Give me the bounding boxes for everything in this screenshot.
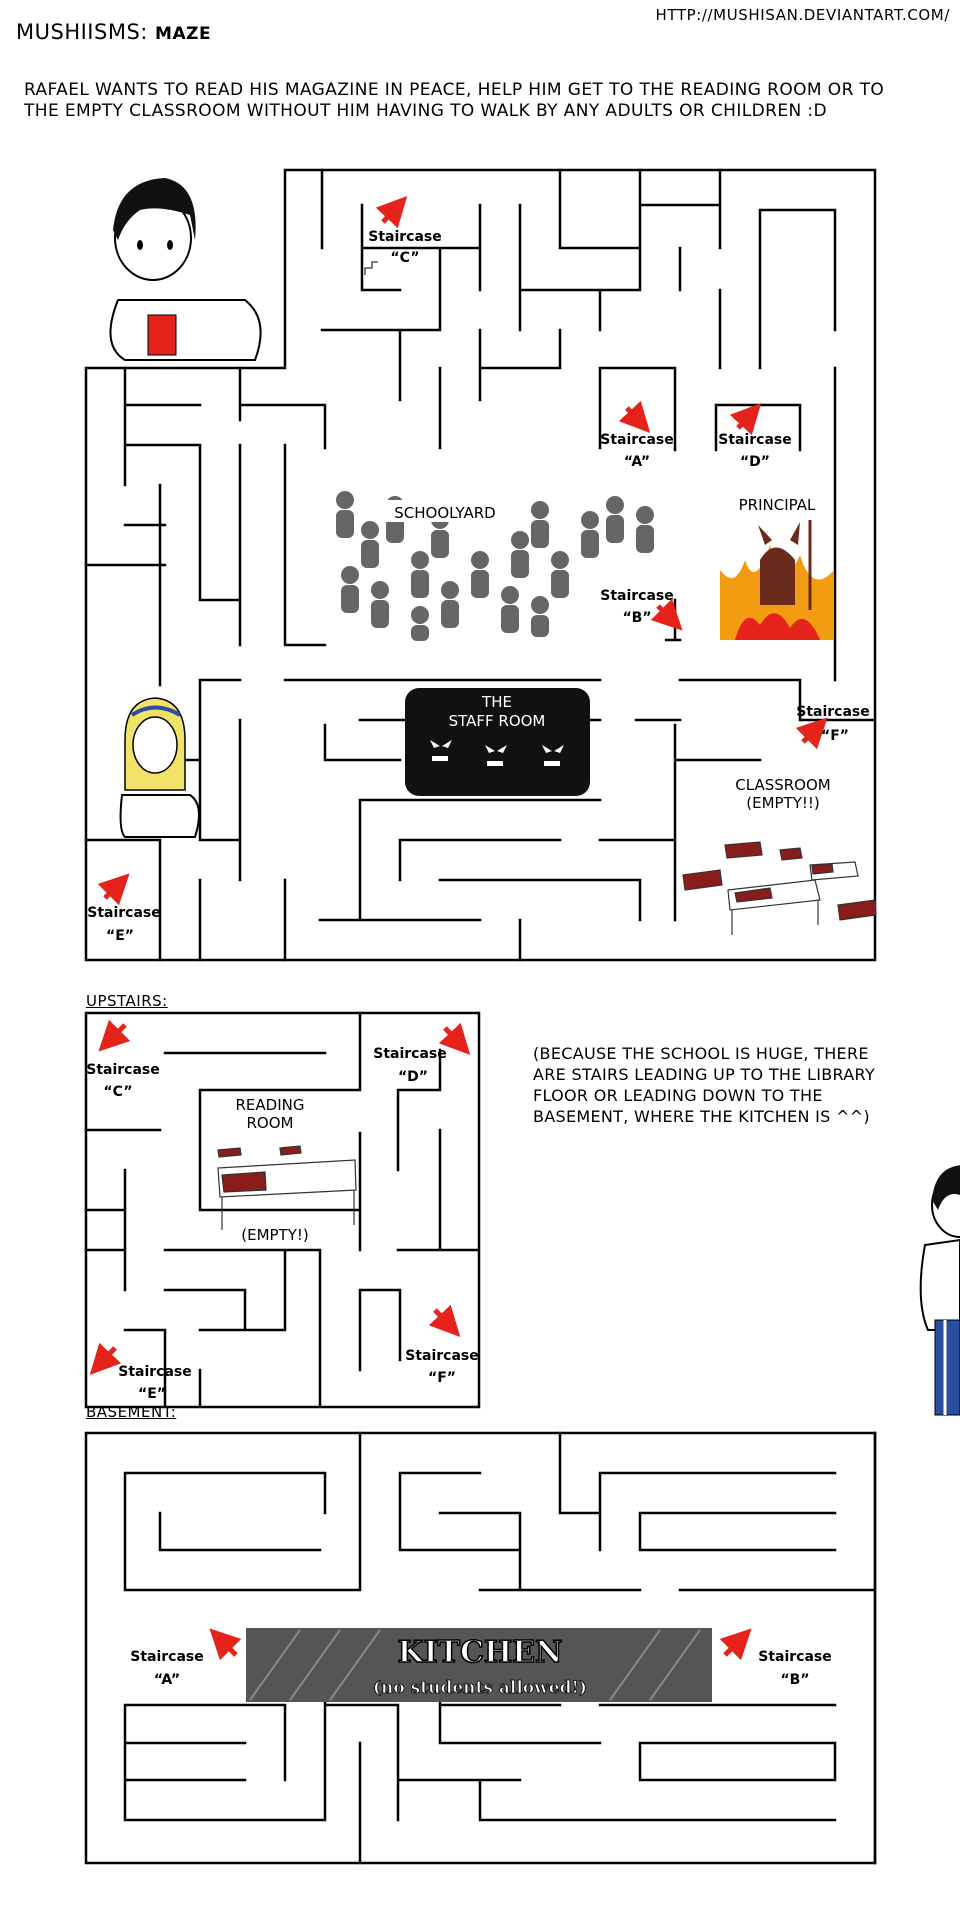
instructions: Rafael wants to read his magazine in pea… [24,80,885,121]
basement-a-id: “A” [154,1672,180,1688]
arrow-down-icon [428,1304,461,1337]
upstairs-staircase-c[interactable]: Staircase “C” [86,1019,160,1100]
basement-a-label: Staircase [130,1649,204,1665]
note-text: (Because the school is huge, there are s… [533,1044,876,1126]
magazine-icon [147,314,177,356]
basement-b-label: Staircase [758,1649,832,1665]
rafael-character-side [919,1165,960,1416]
angry-faces-icon [430,740,564,766]
ground-staircase-f[interactable]: Staircase “F” [795,704,870,750]
arrow-up-icon [795,717,828,750]
arrow-down-icon [89,1342,122,1375]
empty-classroom: CLASSROOM (EMPTY!!) [682,776,877,935]
staircase-b-label: Staircase [600,588,674,604]
principal-label: PRINCIPAL [739,496,816,514]
upstairs-d-label: Staircase [373,1046,447,1062]
crowd-icon [336,491,654,641]
reading-desks-icon [217,1145,357,1230]
upstairs-c-id: “C” [103,1084,132,1100]
reading-room-empty: (EMPTY!) [241,1226,309,1244]
devil-icon [758,522,800,605]
title-subtitle: MAZE [155,24,212,44]
schoolyard-label-bg [380,500,510,522]
basement-staircase-a[interactable]: Staircase “A” [130,1628,242,1688]
reading-room-label-2: ROOM [247,1114,294,1132]
kitchen-area: KITCHEN (no students allowed!) [246,1628,712,1702]
schoolyard-label: SCHOOLYARD [394,504,495,522]
staff-room-label-2: STAFF ROOM [449,712,546,730]
schoolyard-area: SCHOOLYARD [325,491,665,644]
arrow-down-icon [98,1019,131,1052]
ground-outer-wall [84,168,877,962]
arrow-down-icon [438,1022,471,1055]
staircase-d-id: “D” [740,454,770,470]
basement-b-id: “B” [780,1672,809,1688]
staircase-d-label: Staircase [718,432,792,448]
reading-room: READING ROOM (EMPTY!) [217,1096,357,1244]
kitchen-scribble-icon [249,1629,701,1701]
comic-title: MUSHIISMS: MAZE [16,20,211,44]
ground-staircase-b[interactable]: Staircase “B” [600,588,683,631]
upstairs-e-label: Staircase [118,1364,192,1380]
kitchen-sub-label: (no students allowed!) [373,1678,587,1698]
principal-office: PRINCIPAL [720,496,834,640]
classroom-label-2: (EMPTY!!) [746,794,820,812]
upstairs-staircase-f[interactable]: Staircase “F” [405,1304,479,1386]
ground-staircase-a[interactable]: Staircase “A” [600,400,674,470]
rafael-hair [113,178,196,240]
kitchen-label: KITCHEN [398,1635,563,1670]
upstairs-maze [84,1011,481,1409]
flame-icon [735,613,820,640]
desks-icon [682,841,877,935]
arrow-up-icon [97,873,130,906]
upstairs-e-id: “E” [138,1386,166,1402]
staircase-e-id: “E” [106,928,134,944]
basement-inner-walls [123,1431,877,1865]
upstairs-staircase-d[interactable]: Staircase “D” [373,1022,471,1085]
arrow-up-icon [209,1628,242,1661]
staircase-e-label: Staircase [87,905,161,921]
staff-room: THE STAFF ROOM [405,688,590,796]
title-text: MUSHIISMS: [16,20,148,44]
upstairs-inner-walls [84,1011,480,1407]
girl-shirt [119,794,200,838]
staircase-f-id: “F” [821,728,849,744]
headband-icon [130,705,182,717]
girl-character [119,697,200,838]
ground-staircase-e[interactable]: Staircase “E” [87,873,161,944]
arrow-up-icon [375,196,408,229]
staircase-f-label: Staircase [796,704,870,720]
arrow-up-icon [729,403,762,436]
stairs-icon [364,261,378,275]
arrow-up-icon [719,1628,752,1661]
source-url[interactable]: HTTP://MUSHISAN.DEVIANTART.COM/ [655,6,950,24]
ground-staircase-c[interactable]: Staircase “C” [364,196,442,275]
staff-room-bg [405,688,590,796]
ground-floor-maze [84,168,877,962]
rafael-shirt [109,299,262,361]
reading-room-label-1: READING [236,1096,305,1114]
upstairs-f-id: “F” [428,1370,456,1386]
staircase-c-id: “C” [390,250,419,266]
basement-staircase-b[interactable]: Staircase “B” [719,1628,832,1688]
upstairs-c-label: Staircase [86,1062,160,1078]
upstairs-f-label: Staircase [405,1348,479,1364]
staff-room-label-1: THE [481,693,512,711]
rafael-character [109,178,262,361]
staircase-b-id: “B” [622,610,651,626]
classroom-label-1: CLASSROOM [735,776,830,794]
upstairs-staircase-e[interactable]: Staircase “E” [89,1342,192,1402]
upstairs-heading: UPSTAIRS: [86,992,168,1010]
arrow-down-icon [650,598,683,631]
basement-maze [84,1431,877,1865]
staircase-a-label: Staircase [600,432,674,448]
arrow-down-icon [618,400,651,433]
girl-face [132,716,178,774]
ground-staircase-d[interactable]: Staircase “D” [718,403,792,470]
upstairs-d-id: “D” [398,1069,428,1085]
staircase-c-label: Staircase [368,229,442,245]
staircase-a-id: “A” [624,454,650,470]
